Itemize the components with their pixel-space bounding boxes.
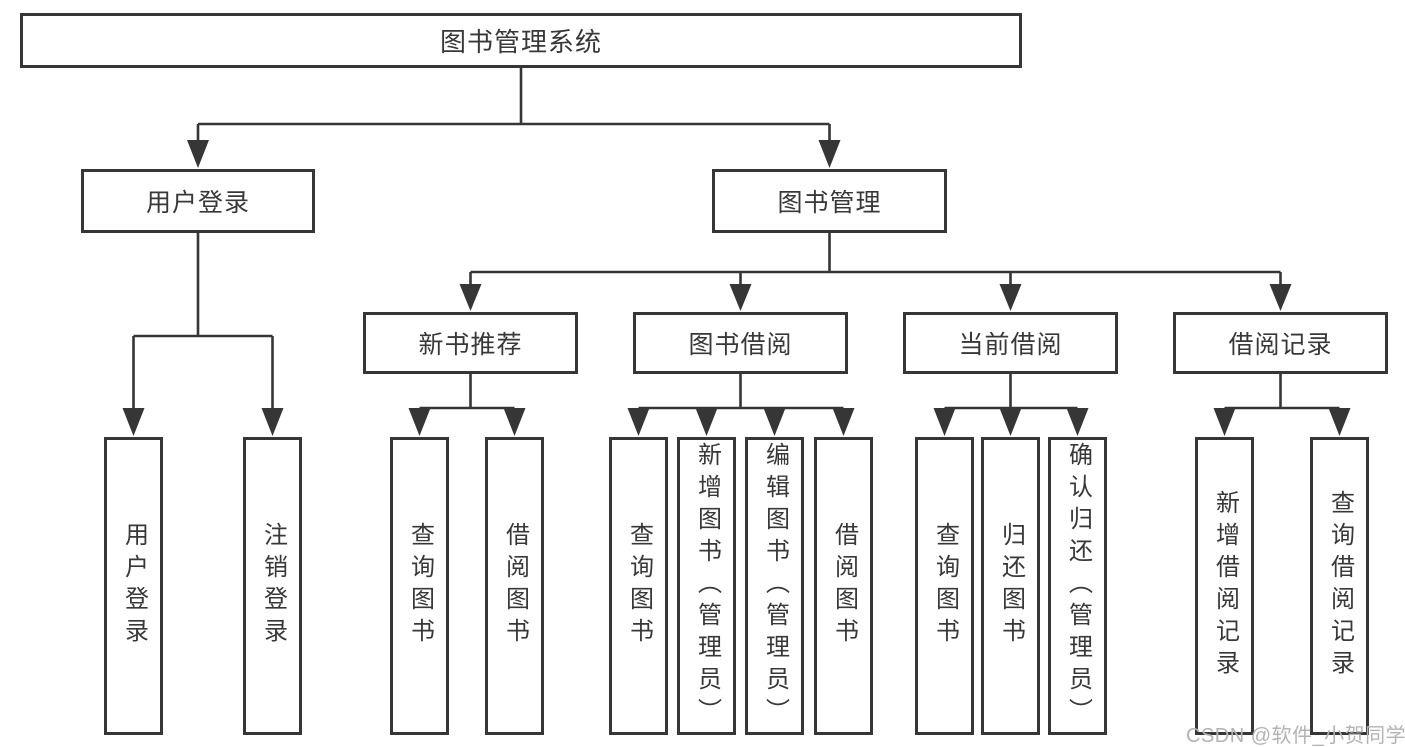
leaf-query-borrow-record-label: 查询借阅记录 — [1326, 490, 1354, 682]
connector-new-book-to-children — [419, 374, 515, 410]
leaf-edit-book-admin-label: 编辑图书（管理员） — [761, 442, 789, 730]
arrowhead-to-leaf-add-record — [1213, 408, 1236, 436]
leaf-query-books-1-label: 查询图书 — [406, 522, 434, 650]
arrowhead-to-leaf-borrow-books-2 — [832, 408, 855, 436]
arrowhead-to-user-login — [187, 140, 209, 168]
connector-root-to-level2 — [196, 68, 831, 142]
connector-borrow-records-to-children — [1224, 374, 1340, 410]
leaf-query-books-3: 查询图书 — [915, 437, 974, 735]
leaf-add-borrow-record-label: 新增借阅记录 — [1211, 490, 1239, 682]
leaf-borrow-books-1-label: 借阅图书 — [501, 522, 529, 650]
arrowhead-to-book-borrow — [729, 284, 752, 311]
leaf-borrow-books-2: 借阅图书 — [814, 437, 873, 735]
leaf-logout-label: 注销登录 — [259, 522, 287, 650]
node-book-management-label: 图书管理 — [777, 189, 882, 217]
arrowhead-to-leaf-query-books-2 — [627, 408, 650, 436]
arrowhead-to-leaf-add-book — [695, 408, 718, 436]
node-root-system-label: 图书管理系统 — [439, 27, 602, 57]
leaf-add-book-admin: 新增图书（管理员） — [677, 437, 736, 735]
arrowhead-to-current-borrow — [999, 284, 1022, 311]
leaf-borrow-books-2-label: 借阅图书 — [830, 522, 858, 650]
leaf-query-books-3-label: 查询图书 — [931, 522, 959, 650]
leaf-return-book: 归还图书 — [981, 437, 1040, 735]
node-book-management: 图书管理 — [712, 169, 947, 233]
connector-book-management-to-children — [469, 233, 1282, 286]
watermark: CSDN @软件_小贺同学 — [1186, 725, 1405, 747]
node-root-system: 图书管理系统 — [20, 13, 1022, 68]
arrowhead-to-borrow-records — [1269, 284, 1292, 311]
connector-book-borrow-to-children — [638, 374, 844, 410]
leaf-edit-book-admin: 编辑图书（管理员） — [745, 437, 804, 735]
node-new-book-recommend-label: 新书推荐 — [418, 331, 523, 359]
node-book-borrow-label: 图书借阅 — [688, 331, 793, 359]
connector-current-borrow-to-children — [944, 374, 1078, 410]
node-borrow-records-label: 借阅记录 — [1228, 331, 1333, 359]
leaf-add-borrow-record: 新增借阅记录 — [1195, 437, 1254, 735]
node-current-borrow: 当前借阅 — [903, 312, 1118, 374]
arrowhead-to-leaf-edit-book — [763, 408, 786, 436]
leaf-user-login: 用户登录 — [104, 437, 163, 735]
leaf-query-borrow-record: 查询借阅记录 — [1310, 437, 1369, 735]
arrowhead-to-leaf-query-books-1 — [408, 408, 431, 436]
leaf-query-books-2: 查询图书 — [609, 437, 668, 735]
node-current-borrow-label: 当前借阅 — [958, 331, 1063, 359]
leaf-query-books-2-label: 查询图书 — [625, 522, 653, 650]
arrowhead-to-leaf-borrow-books-1 — [503, 408, 526, 436]
leaf-query-books-1: 查询图书 — [390, 437, 449, 735]
leaf-logout: 注销登录 — [243, 437, 302, 735]
leaf-user-login-label: 用户登录 — [120, 522, 148, 650]
arrowhead-to-new-book — [459, 284, 482, 311]
arrowhead-to-leaf-query-books-3 — [933, 408, 956, 436]
leaf-return-book-label: 归还图书 — [997, 522, 1025, 650]
arrowhead-to-leaf-query-record — [1328, 408, 1351, 436]
leaf-add-book-admin-label: 新增图书（管理员） — [693, 442, 721, 730]
node-user-login-label: 用户登录 — [145, 189, 250, 217]
leaf-confirm-return-admin: 确认归还（管理员） — [1048, 437, 1107, 735]
leaf-confirm-return-admin-label: 确认归还（管理员） — [1064, 442, 1092, 730]
node-book-borrow: 图书借阅 — [633, 312, 848, 374]
node-new-book-recommend: 新书推荐 — [363, 312, 578, 374]
arrowhead-to-leaf-user-login — [122, 408, 145, 436]
node-user-login: 用户登录 — [81, 169, 315, 233]
arrowhead-to-leaf-logout — [261, 408, 284, 436]
arrowhead-to-leaf-return-book — [999, 408, 1022, 436]
arrowhead-to-book-management — [818, 140, 841, 168]
arrowhead-to-leaf-confirm-return — [1066, 408, 1089, 436]
connector-user-login-to-children — [132, 233, 274, 412]
leaf-borrow-books-1: 借阅图书 — [485, 437, 544, 735]
node-borrow-records: 借阅记录 — [1173, 312, 1388, 374]
